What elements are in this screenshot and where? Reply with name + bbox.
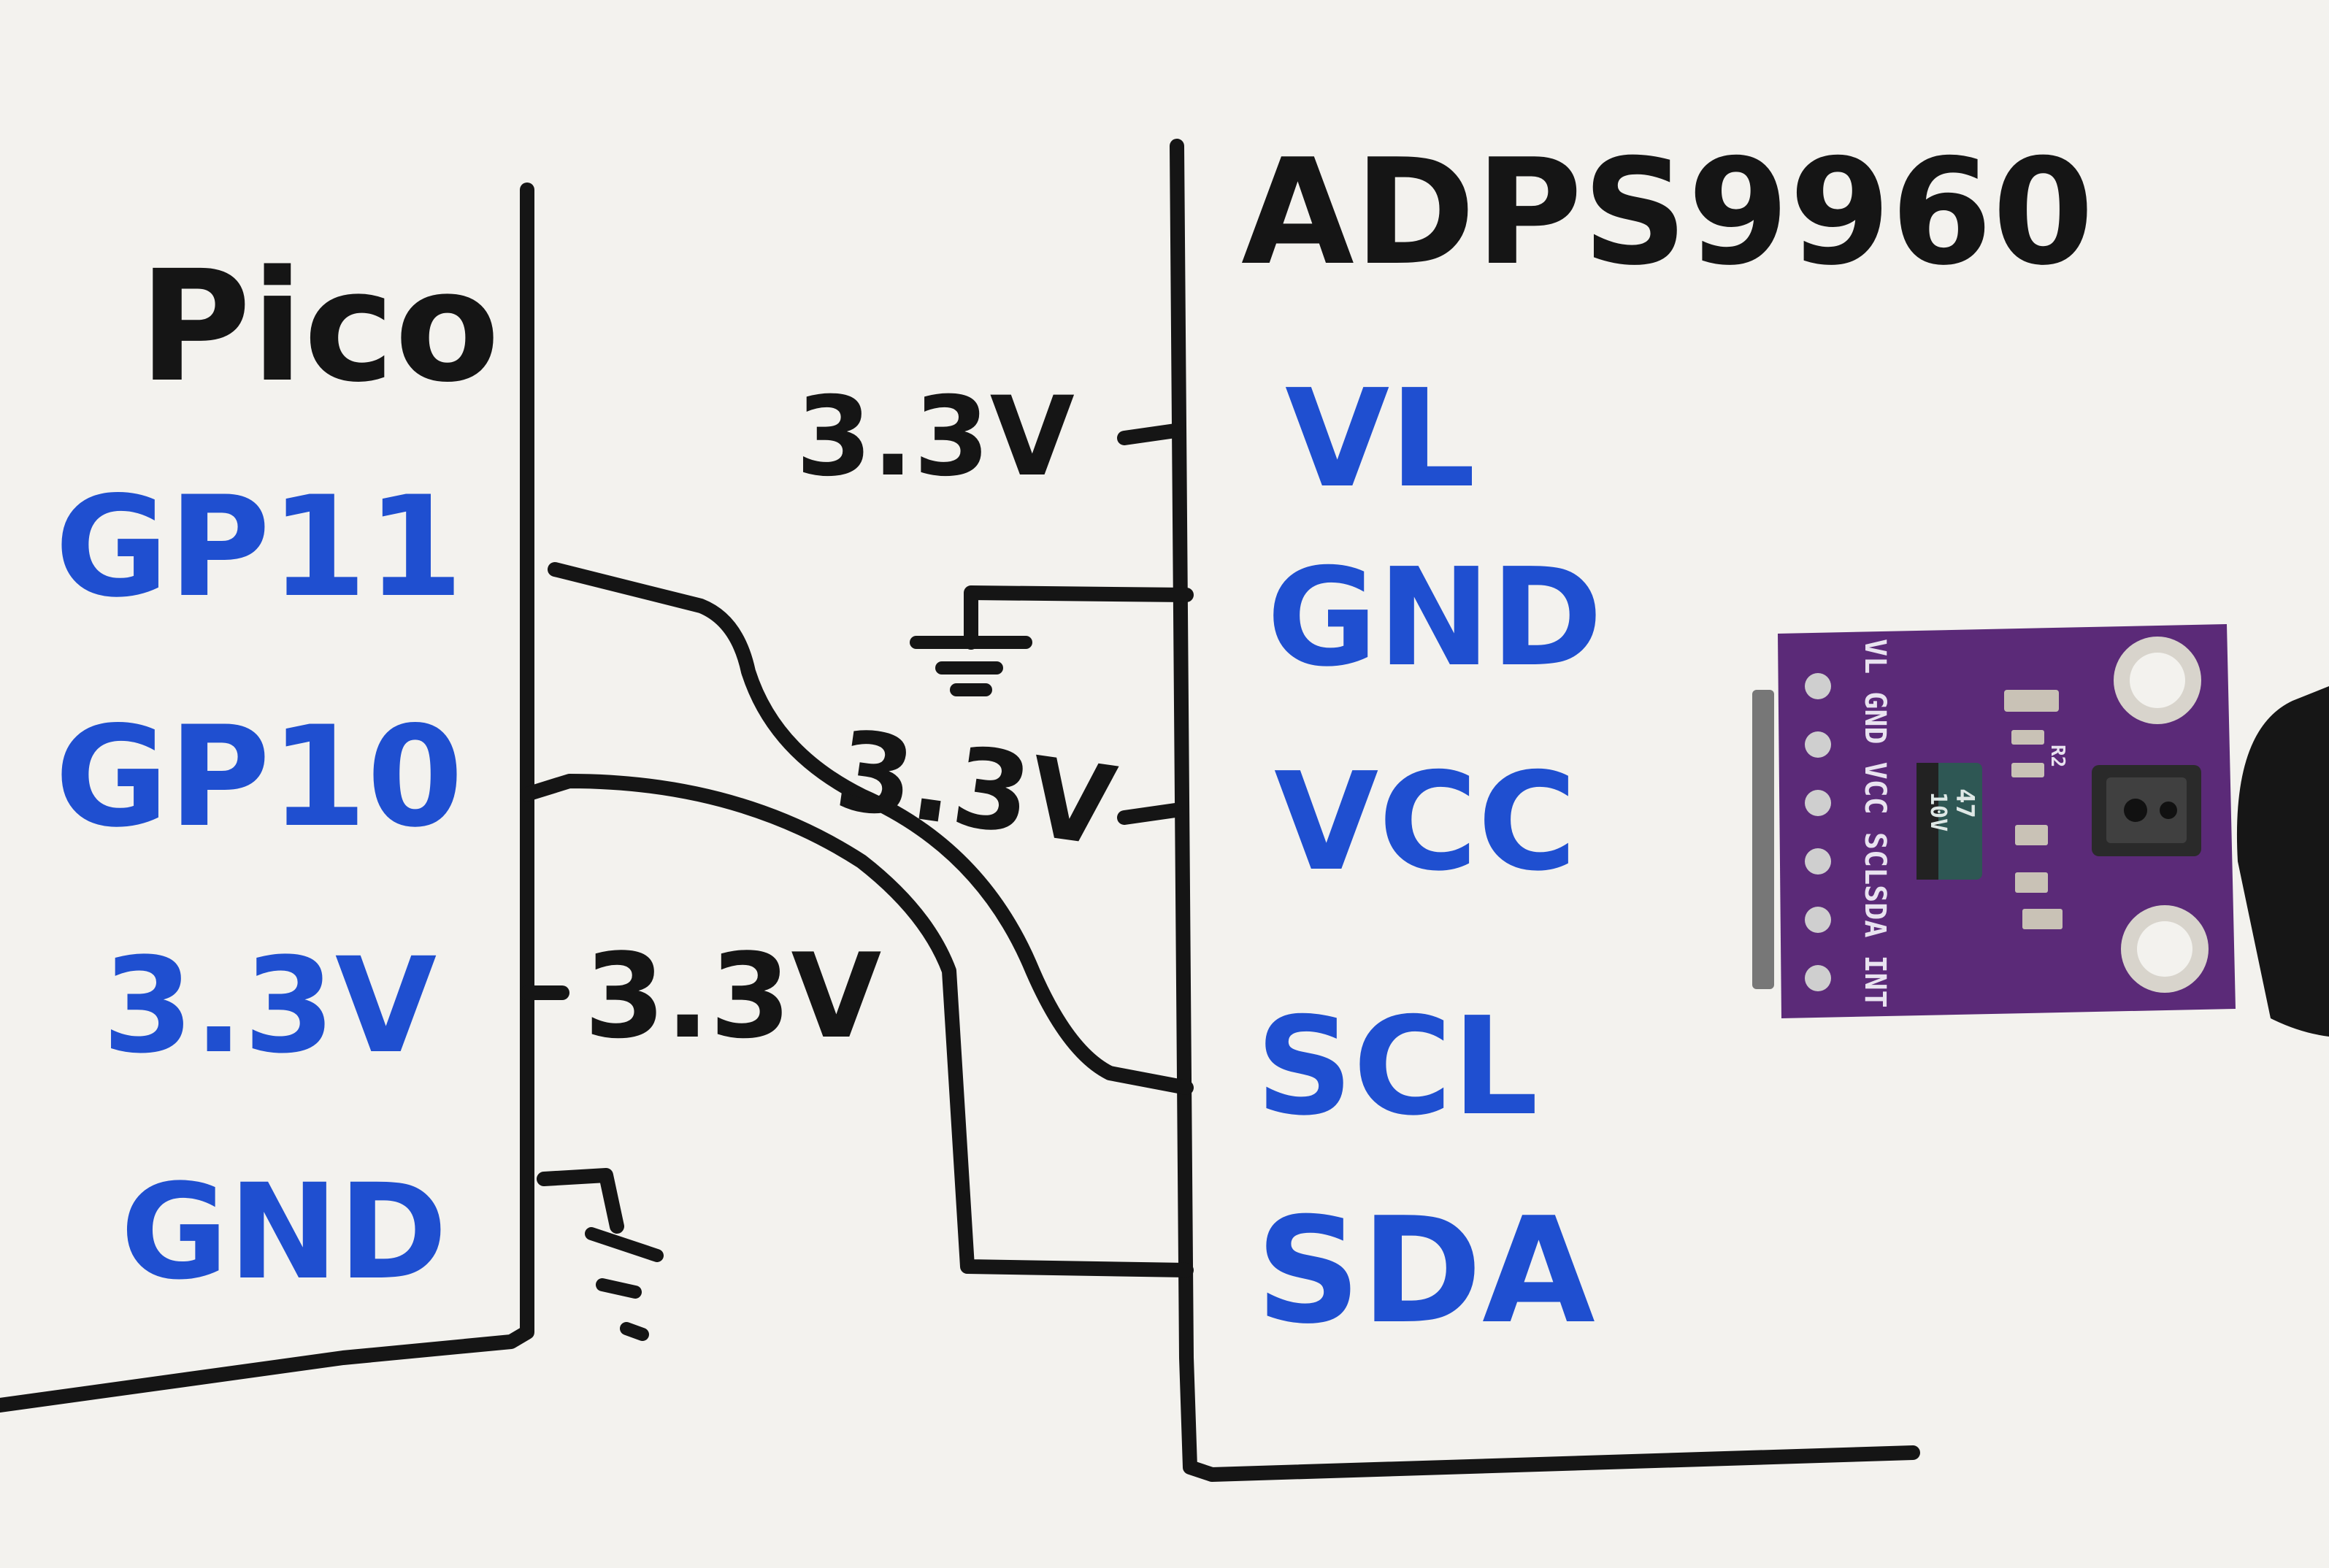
capacitor-voltage: 10V <box>1925 792 1951 831</box>
apds9960-module: VL GND VCC SCLSDA INT 47 10V R2 <box>1752 624 2329 1037</box>
wires <box>520 423 1194 1277</box>
component-ref: R2 <box>2046 745 2068 767</box>
mounting-hole-bottom <box>2121 905 2209 993</box>
stub-vl <box>1117 423 1183 445</box>
cable <box>2236 686 2329 1037</box>
label-vl-3v3: 3.3V <box>796 374 1075 501</box>
mounting-hole-top <box>2114 637 2201 724</box>
ground-symbol-pico <box>585 1227 664 1341</box>
pico-block: Pico GP11 GP10 3.3V GND <box>0 182 534 1413</box>
wire-pico-gnd <box>537 1168 624 1234</box>
stub-vcc <box>1117 803 1183 825</box>
label-vcc-3v3: 3.3V <box>829 707 1122 871</box>
pin-pads <box>1805 673 1831 991</box>
pico-pin-gnd: GND <box>120 1156 448 1309</box>
ground-symbol-adps <box>910 636 1032 696</box>
adps-pin-vcc: VCC <box>1274 743 1577 901</box>
adps-title: ADPS9960 <box>1241 128 2094 298</box>
wire-gp10-sda <box>520 774 1194 1277</box>
smd-components <box>2004 690 2063 929</box>
pico-pin-gp11: GP11 <box>55 466 464 628</box>
pico-title: Pico <box>139 237 500 416</box>
adps-pin-gnd: GND <box>1267 539 1603 696</box>
wire-gp11-scl <box>548 562 1194 1095</box>
adps-pin-sda: SDA <box>1256 1186 1595 1356</box>
wire-adps-gnd <box>964 585 1194 650</box>
adps-outline <box>1170 139 1920 1482</box>
pico-pin-gp10: GP10 <box>55 696 464 858</box>
adps-pin-vl: VL <box>1285 360 1476 518</box>
pico-pin-3v3: 3.3V <box>102 930 437 1083</box>
pcb-board <box>1778 624 2236 1018</box>
pcb-silkscreen: VL GND VCC SCLSDA INT <box>1858 639 1892 1008</box>
header-pins <box>1752 690 1774 989</box>
adps-block: ADPS9960 VL GND VCC SCL SDA <box>1170 128 2094 1482</box>
capacitor-value: 47 <box>1950 788 1979 818</box>
pico-outline <box>0 182 534 1413</box>
label-pico-3v3: 3.3V <box>584 928 881 1064</box>
adps-pin-scl: SCL <box>1256 988 1538 1145</box>
